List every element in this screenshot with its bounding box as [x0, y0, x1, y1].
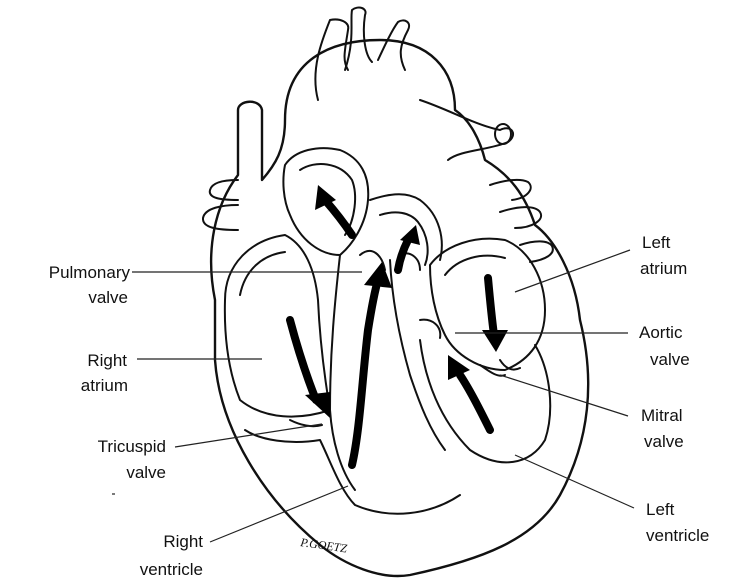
leader-right-ventricle: [210, 486, 348, 542]
label-pulmonary-valve-line1: Pulmonary: [49, 263, 131, 282]
artist-signature: P.GOETZ: [299, 535, 349, 556]
label-pulmonary-valve-line2: valve: [88, 288, 128, 307]
label-mitral-valve-line1: Mitral: [641, 406, 683, 425]
label-left-ventricle-line2: ventricle: [646, 526, 709, 545]
label-aortic-valve-line1: Aortic: [639, 323, 683, 342]
label-right-atrium-line1: Right: [87, 351, 127, 370]
label-left-atrium-line1: Left: [642, 233, 671, 252]
label-right-ventricle-line1: Right: [163, 532, 203, 551]
heart-outline: [203, 8, 588, 576]
label-mitral-valve-line2: valve: [644, 432, 684, 451]
label-right-atrium-line2: atrium: [81, 376, 128, 395]
label-aortic-valve-line2: valve: [650, 350, 690, 369]
label-left-atrium-line2: atrium: [640, 259, 687, 278]
label-tricuspid-valve-line1: Tricuspid: [98, 437, 166, 456]
label-left-ventricle-line1: Left: [646, 500, 675, 519]
leader-tricuspid-valve: [175, 424, 322, 447]
leader-mitral-valve: [500, 375, 628, 416]
label-right-ventricle-line2: ventricle: [140, 560, 203, 579]
label-tricuspid-valve-line2: valve: [126, 463, 166, 482]
